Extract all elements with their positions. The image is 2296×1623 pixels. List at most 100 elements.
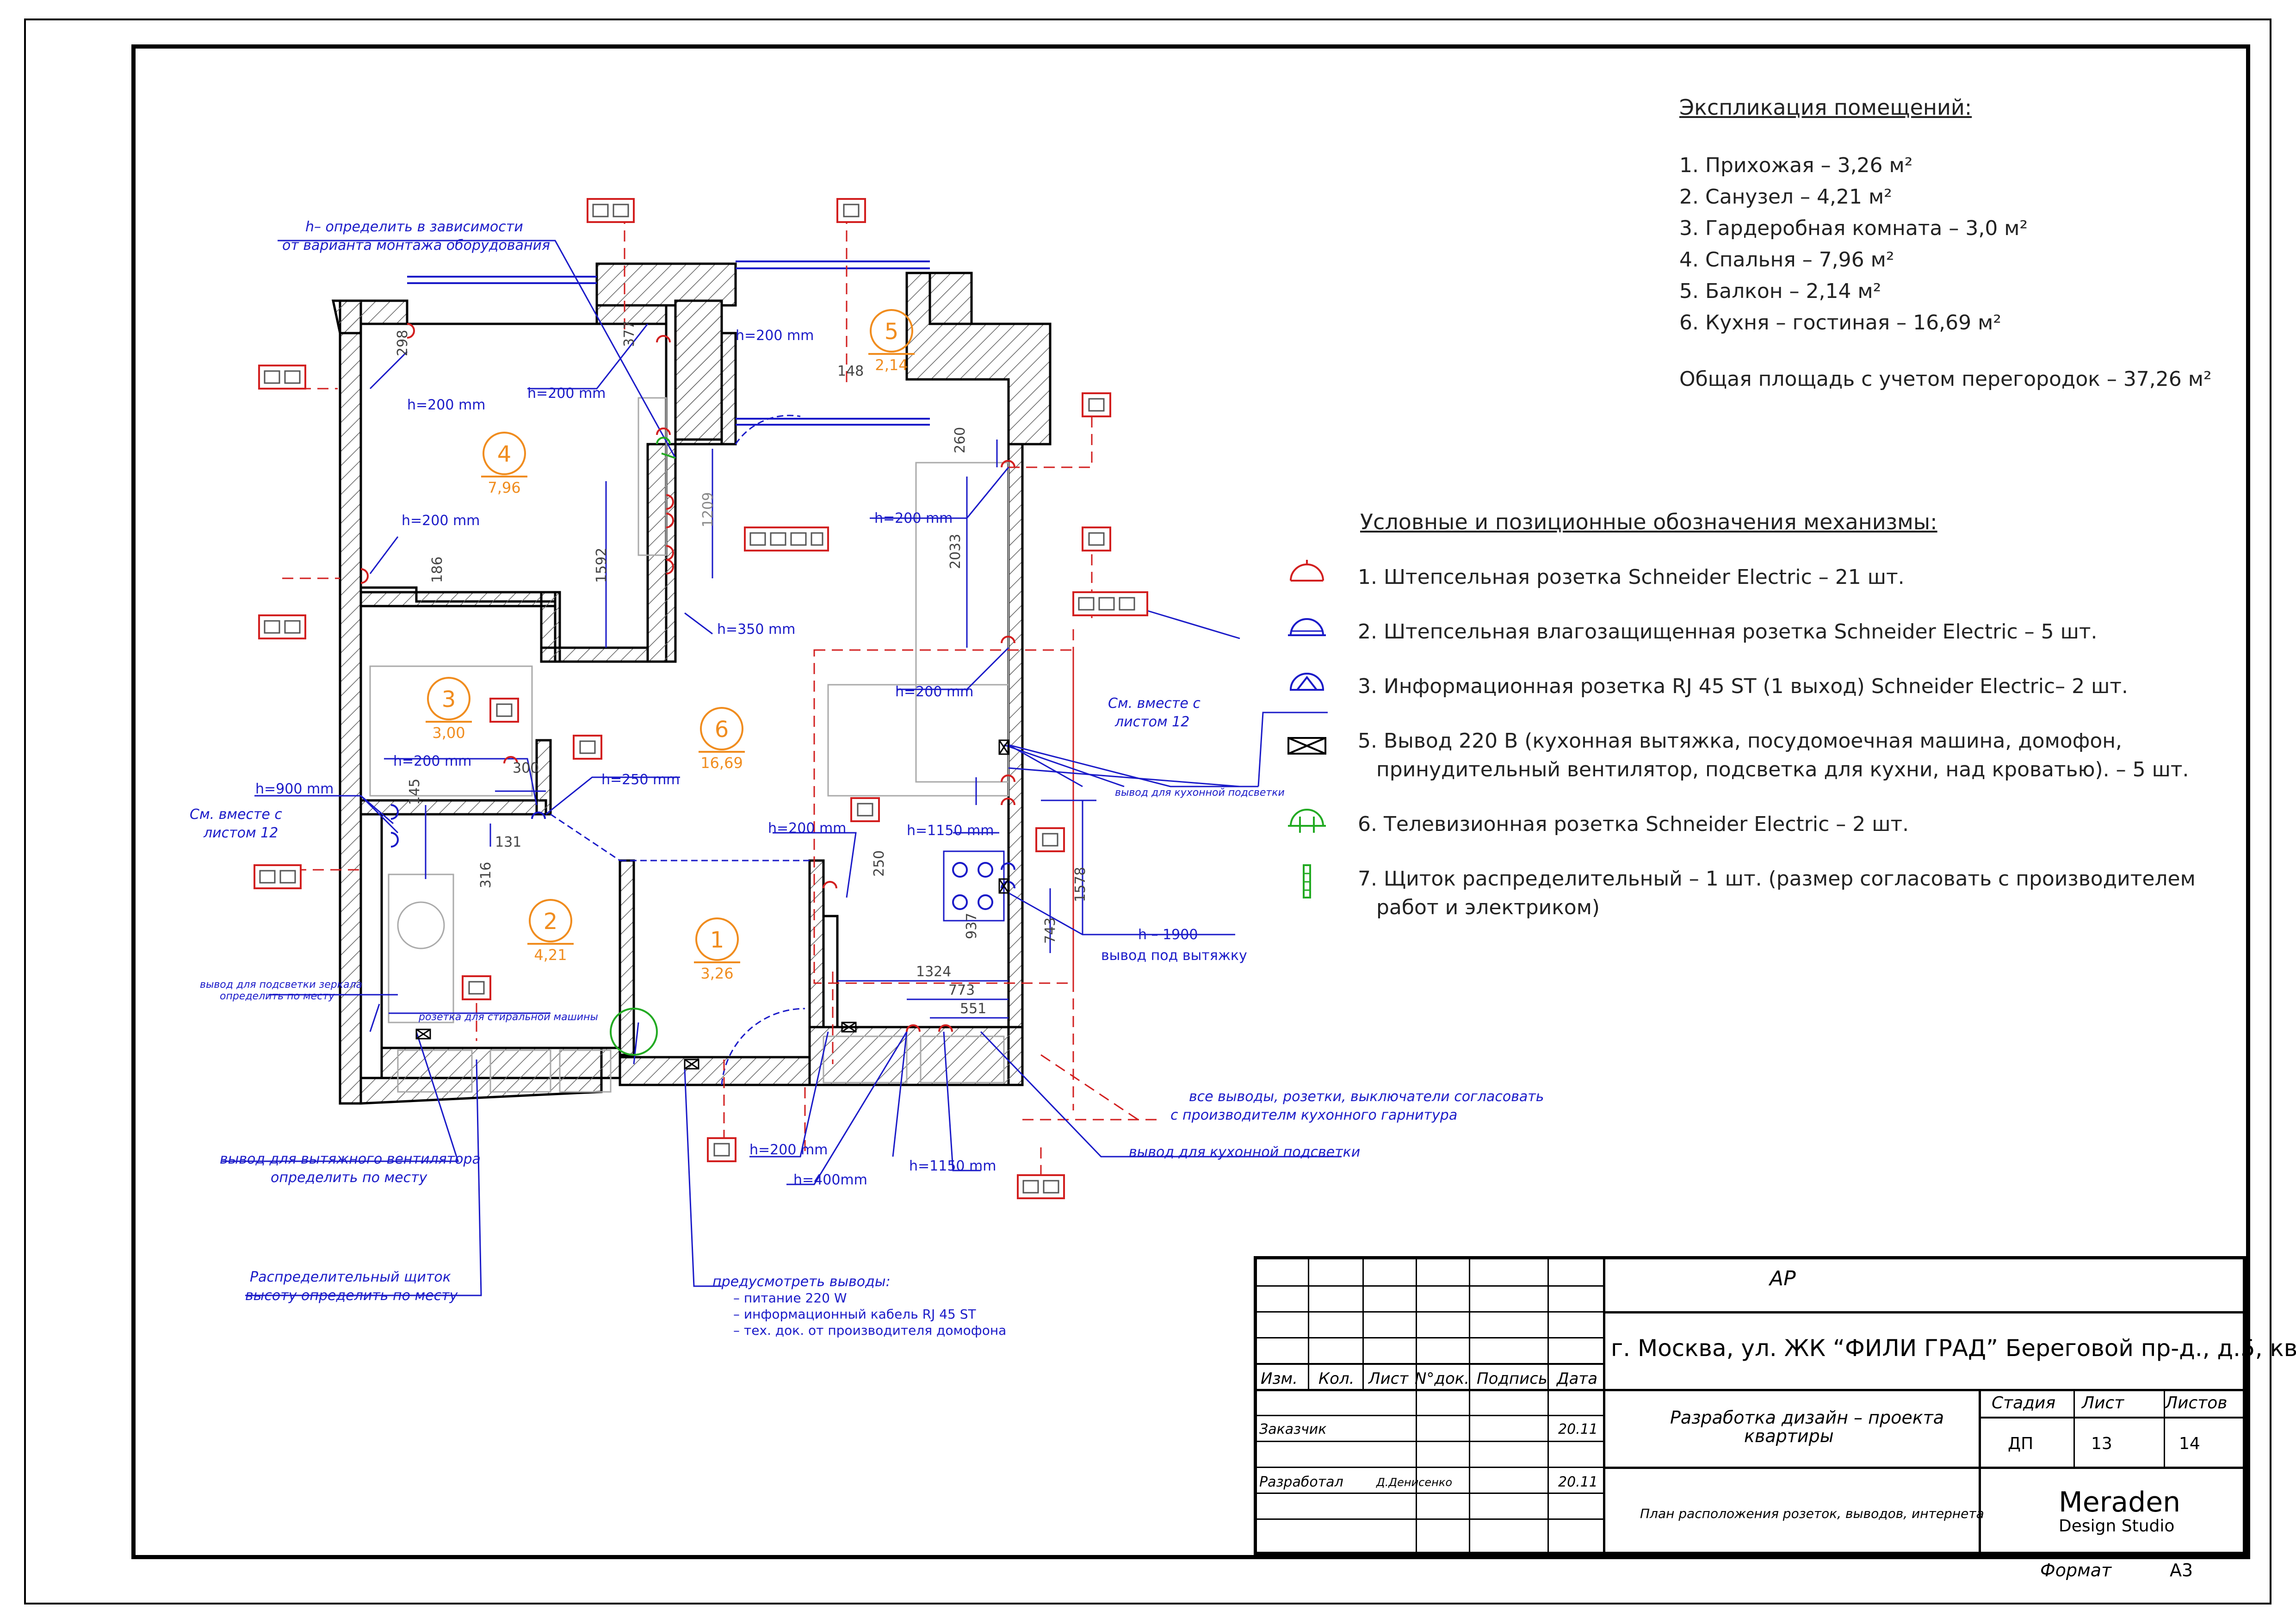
interior-partitions [359,299,839,1056]
dim-145: 145 [407,779,423,805]
dim-316: 316 [478,862,494,888]
titleblock-developer-date: 20.11 [1558,1474,1598,1490]
height-label: h=1150 mm [909,1158,996,1174]
note-see-sheet: См. вместе с [1108,695,1201,712]
legend-item-socket: 1. Штепсельная розетка Schneider Electri… [1358,565,1905,589]
height-label: h=900 mm [255,781,334,797]
rj45-socket-icon [1289,673,1324,691]
studio-logo: Meraden [2059,1486,2181,1518]
format-label: Формат [2040,1560,2112,1580]
titleblock-header-list: Лист [1368,1369,1409,1388]
titleblock-project: Разработка дизайн – проекта [1670,1407,1944,1428]
callout-box-glyphs [259,204,1135,1194]
note-outputs-power: – питание 220 W [733,1290,847,1306]
height-label: h=250 mm [601,772,680,788]
note-coordinate-2: с производителм кухонного гарнитура [1170,1107,1457,1123]
note-coordinate: все выводы, розетки, выключатели согласо… [1189,1089,1544,1105]
explication-room-5: 5. Балкон – 2,14 м² [1679,279,1881,303]
legend-title: Условные и позиционные обозначения механ… [1360,509,1937,534]
room-1-number: 1 [710,927,724,953]
note-distribution-board-2: высоту определить по месту [245,1288,458,1304]
socket-icon [1290,560,1324,582]
sheet-outer-frame [24,19,2271,1604]
height-label: h=200 mm [768,820,846,836]
waterproof-socket-symbols [390,804,1015,889]
titleblock-stage-label: Стадия [1992,1394,2056,1412]
height-label: h=200 mm [749,1142,828,1158]
legend-item-waterproof-socket: 2. Штепсельная влагозащищенная розетка S… [1358,620,2098,644]
leader-lines [222,240,1342,1296]
note-kitchen-light-top: вывод для кухонной подсветки [1115,787,1285,799]
note-outputs: предусмотреть выводы: [712,1274,891,1290]
dim-131: 131 [495,834,521,850]
room-2-area: 4,21 [534,946,567,964]
titleblock-code: АР [1770,1267,1796,1290]
titleblock-customer-date: 20.11 [1558,1421,1598,1437]
note-mirror-light: вывод для подсветки зеркала [200,979,362,991]
height-label: h=350 mm [717,621,795,638]
room-3-area: 3,00 [432,724,465,742]
windows [407,260,930,426]
dim-377: 377 [621,321,637,347]
doors [550,415,810,1085]
note-washing-machine: розетка для стиральной машины [418,1011,598,1023]
height-label: h=200 mm [736,328,814,344]
room-4-area: 7,96 [488,479,520,496]
titleblock-project-2: квартиры [1744,1426,1834,1446]
room-5-area: 2,14 [875,356,908,374]
hood-height-label: h – 1900 [1138,927,1198,943]
note-distribution-board: Распределительный щиток [250,1269,451,1285]
titleblock-sheet: 13 [2091,1434,2112,1453]
legend-item-tv-socket: 6. Телевизионная розетка Schneider Elect… [1358,812,1909,836]
dim-937: 937 [964,913,980,939]
height-label: h=1150 mm [907,823,994,839]
cooktop [943,850,1005,922]
note-mounting: h– определить в зависимости [305,219,523,235]
dim-551: 551 [960,1001,986,1017]
explication-room-4: 4. Спальня – 7,96 м² [1679,248,1894,272]
titleblock-sheet-title: План расположения розеток, выводов, инте… [1640,1506,1984,1521]
room-labels: 4 7,96 5 2,14 3 3,00 6 16,69 2 4,21 1 3,… [432,319,908,982]
room-4-number: 4 [497,441,512,467]
legend-item-distribution-board: 7. Щиток распределительный – 1 шт. (разм… [1358,867,2196,891]
titleblock-header-date: Дата [1557,1369,1598,1388]
dim-2033: 2033 [947,534,964,569]
dim-1578: 1578 [1072,867,1089,902]
room-markers [426,309,915,963]
format-value: А3 [2170,1560,2193,1580]
room-2-number: 2 [544,909,558,935]
note-see-sheet-left-2: листом 12 [203,825,278,841]
waterproof-socket-icon [1288,618,1326,636]
dimension-labels: 298 377 148 260 186 1592 1209 2033 300 1… [395,321,1089,1017]
note-kitchen-light-bottom: вывод для кухонной подсветки [1129,1144,1360,1160]
titleblock-header-doc: N°док. [1415,1369,1470,1388]
distribution-board-icon [1303,864,1311,898]
room-1-area: 3,26 [700,965,733,982]
titleblock-sheets: 14 [2179,1434,2200,1453]
titleblock-sheet-label: Лист [2082,1394,2124,1412]
note-outputs-intercom: – тех. док. от производителя домофона [733,1323,1006,1338]
height-label: h=200 mm [393,753,471,769]
room-5-number: 5 [885,319,899,345]
legend-item-rj45: 3. Информационная розетка RJ 45 ST (1 вы… [1358,675,2128,698]
explication-room-2: 2. Санузел – 4,21 м² [1679,185,1892,209]
room-6-area: 16,69 [700,754,743,772]
sheet-inner-frame [131,44,2250,1559]
titleblock-developer-name: Д.Денисенко [1376,1476,1453,1489]
dim-1324: 1324 [916,964,951,980]
dim-1209: 1209 [700,492,716,527]
room-6-number: 6 [715,717,729,743]
note-see-sheet-left: См. вместе с [190,806,282,823]
tv-socket-symbols [610,437,676,1056]
callout-boxes [254,198,1148,1199]
explication-room-6: 6. Кухня – гостиная – 16,69 м² [1679,311,2001,335]
dim-1592: 1592 [594,548,610,583]
note-exhaust-fan: вывод для вытяжного вентилятора [220,1151,481,1167]
socket-symbols [360,323,1015,1032]
height-label: h=400mm [793,1172,867,1188]
height-label: h=200 mm [895,684,973,700]
titleblock-address: г. Москва, ул. ЖК “ФИЛИ ГРАД” Береговой … [1611,1335,2296,1362]
height-label: h=200 mm [527,385,606,402]
dim-773: 773 [948,982,975,998]
explication-room-3: 3. Гардеробная комната – 3,0 м² [1679,217,2028,240]
